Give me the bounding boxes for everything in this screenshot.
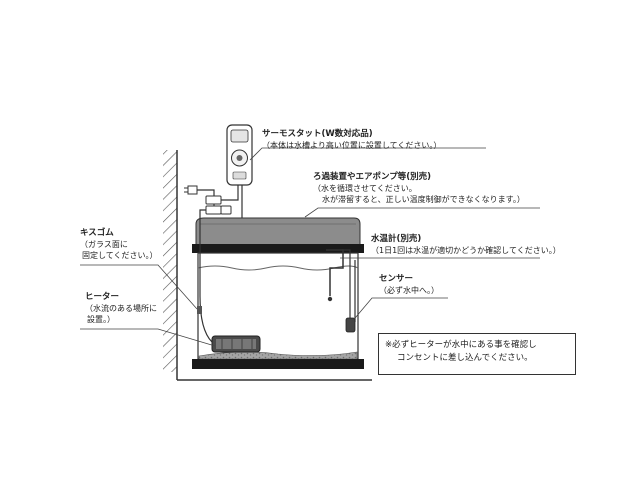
heater-note-1: （水流のある場所に — [85, 304, 157, 313]
filter-note-1: （水を循環させてください。 — [313, 184, 417, 193]
heater — [211, 335, 261, 353]
kisugomu-title: キスゴム — [80, 228, 114, 238]
thermostat-label: サーモスタット(W数対応品) （本体は水槽より高い位置に設置してください。） — [262, 129, 441, 151]
kisugomu-suction-cup — [197, 306, 202, 314]
wall — [163, 150, 372, 381]
power-plug — [184, 185, 198, 195]
filter-label: ろ過装置やエアポンプ等(別売) （水を循環させてください。 水が滞留すると、正し… — [313, 172, 525, 205]
sensor-label: センサー （必ず水中へ。） — [379, 274, 439, 296]
thermostat-unit — [226, 124, 253, 186]
notice-line-1: ※必ずヒーターが水中にある事を確認し — [385, 340, 537, 350]
leader-lines — [80, 147, 540, 347]
heater-label: ヒーター （水流のある場所に 設置。） — [85, 292, 157, 325]
notice-line-2: コンセントに差し込んでください。 — [397, 353, 533, 363]
kisugomu-note-1: （ガラス面に — [80, 240, 128, 249]
thermometer-note: （1日1回は水温が適切かどうか確認してください。） — [371, 246, 561, 255]
thermometer — [326, 249, 344, 302]
thermometer-title: 水温計(別売) — [371, 234, 422, 244]
filter-title: ろ過装置やエアポンプ等(別売) — [313, 172, 432, 182]
sensor-note: （必ず水中へ。） — [379, 286, 439, 295]
warning-notice-box: ※必ずヒーターが水中にある事を確認し コンセントに差し込んでください。 — [378, 333, 576, 375]
cord-connector — [205, 195, 232, 215]
filter-note-2: 水が滞留すると、正しい温度制御ができなくなります。） — [322, 195, 525, 204]
thermostat-note: （本体は水槽より高い位置に設置してください。） — [262, 141, 442, 150]
sensor-title: センサー — [379, 274, 414, 284]
thermometer-label: 水温計(別売) （1日1回は水温が適切かどうか確認してください。） — [371, 234, 561, 256]
heater-title: ヒーター — [85, 292, 120, 302]
sensor — [342, 249, 356, 333]
kisugomu-note-2: 固定してください。） — [82, 251, 158, 260]
heater-note-2: 設置。） — [87, 315, 115, 324]
kisugomu-label: キスゴム （ガラス面に 固定してください。） — [80, 228, 158, 261]
thermostat-title: サーモスタット(W数対応品) — [262, 129, 373, 139]
